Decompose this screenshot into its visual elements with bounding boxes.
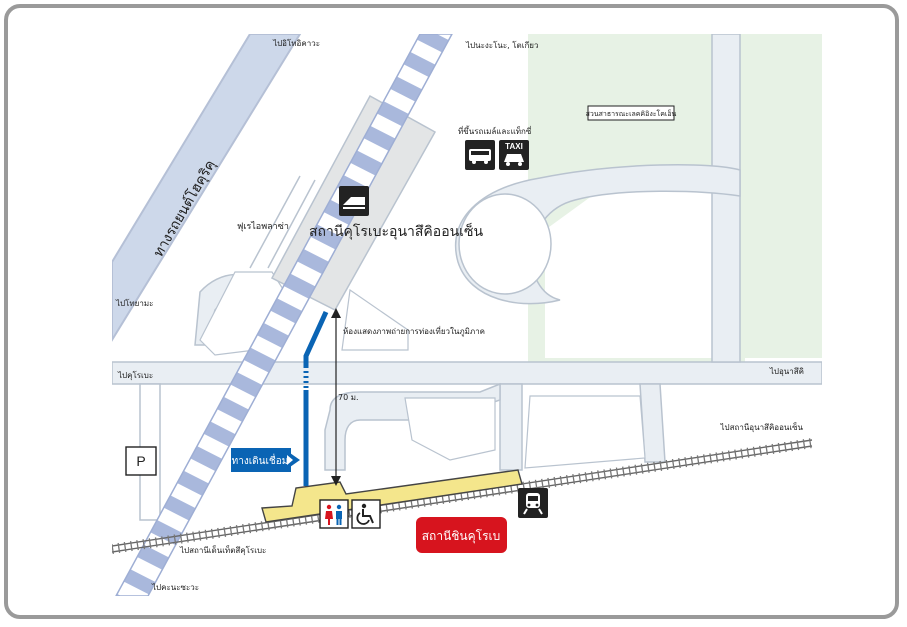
park-name: สวนสาธารณะเลคคิอิงะโคเอ็น <box>586 109 677 118</box>
walkway-callout: ทางเดินเชื่อม <box>231 448 300 472</box>
label-bus-taxi-stop: ที่ขึ้นรถเมล์และแท็กซี่ <box>458 125 532 136</box>
bus-icon <box>465 140 495 170</box>
north-road <box>711 34 741 363</box>
parking-icon: P <box>125 446 157 476</box>
label-to-dentetsu-kurobe: ไปสถานีเด็นเท็ตสึคุโรเบะ <box>179 545 266 555</box>
taxi-sign-text: TAXI <box>505 142 523 151</box>
label-plaza: ฟุเรไอพลาซ่า <box>237 221 289 232</box>
hokuriku-expressway <box>112 34 302 342</box>
shinkansen-icon <box>339 186 369 216</box>
shinkansen-line <box>115 34 453 596</box>
svg-text:P: P <box>136 453 145 469</box>
label-gallery: ห้องแสดงภาพถ่ายการท่องเที่ยวในภูมิภาค <box>343 325 485 337</box>
wheelchair-icon <box>351 499 381 529</box>
train-icon <box>518 488 548 518</box>
label-distance: 70 ม. <box>338 393 359 402</box>
taxi-icon: TAXI <box>499 140 529 170</box>
main-road <box>112 361 822 385</box>
station-name-label: สถานีคุโรเบะอุนาสึคิออนเซ็น <box>309 222 483 240</box>
shinkurobe-station-name: สถานีชินคุโรเบ <box>422 529 501 544</box>
label-to-kanazawa: ไปคะนะซะวะ <box>151 583 199 592</box>
label-to-nagano-tokyo: ไปนะงะโนะ, โตเกียว <box>465 40 538 50</box>
walkway-route <box>303 310 329 486</box>
label-to-unazuki-onsen-station: ไปสถานีอุนาสึคิออนเซ็น <box>720 422 804 432</box>
distance-arrow <box>331 308 341 486</box>
label-to-unazuki: ไปอุนาสึคิ <box>769 367 804 376</box>
restroom-icon <box>319 499 349 529</box>
label-to-itsukaichi: ไปอิโทอิคาวะ <box>272 38 320 48</box>
label-to-kurobe: ไปคุโรเบะ <box>117 370 153 380</box>
walkway-label: ทางเดินเชื่อม <box>232 453 289 467</box>
gallery-building <box>341 288 409 351</box>
shinkurobe-station-badge: สถานีชินคุโรเบ <box>416 517 507 553</box>
label-to-toyama: ไปโทยามะ <box>115 298 153 308</box>
